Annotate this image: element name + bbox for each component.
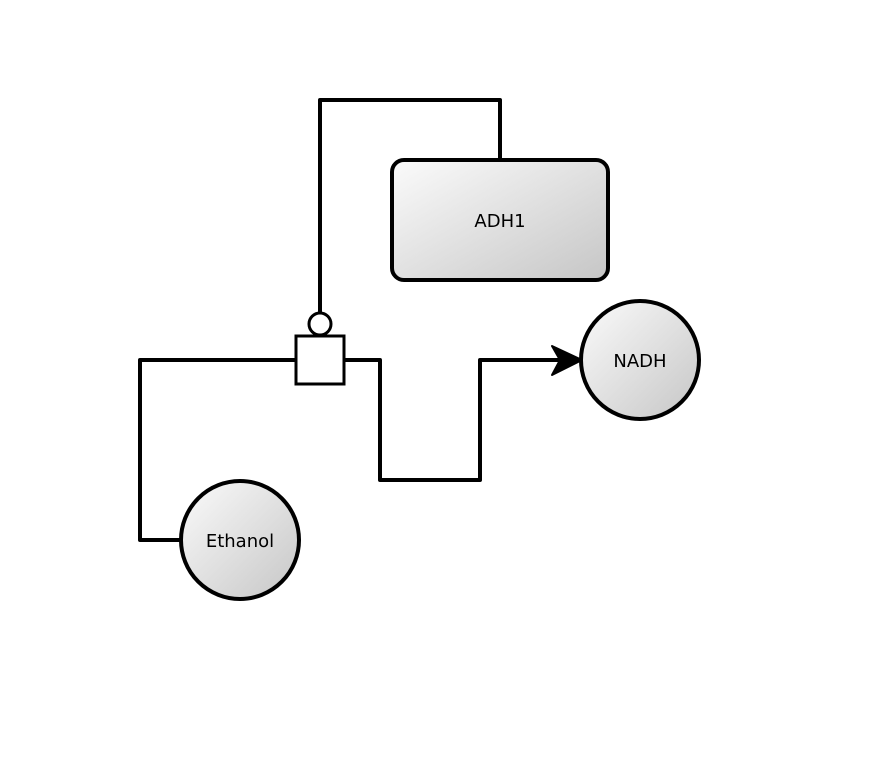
- catalysis-circle-head: [307, 311, 333, 337]
- simple-chemical-ethanol[interactable]: Ethanol: [179, 479, 301, 601]
- production-edge[interactable]: [344, 358, 560, 482]
- simple-chemical-nadh[interactable]: NADH: [579, 299, 701, 421]
- process-node[interactable]: [294, 334, 346, 386]
- ethanol-label: Ethanol: [206, 531, 274, 552]
- macromolecule-shape: [390, 158, 610, 282]
- catalysis-edge[interactable]: [318, 98, 502, 312]
- macromolecule-adh1[interactable]: ADH1: [390, 158, 610, 282]
- simple-chemical-shape: [179, 479, 301, 601]
- simple-chemical-shape: [579, 299, 701, 421]
- nadh-label: NADH: [613, 351, 666, 372]
- consumption-edge[interactable]: [138, 358, 296, 542]
- adh1-label: ADH1: [474, 211, 525, 232]
- production-arrow-head: [551, 345, 583, 376]
